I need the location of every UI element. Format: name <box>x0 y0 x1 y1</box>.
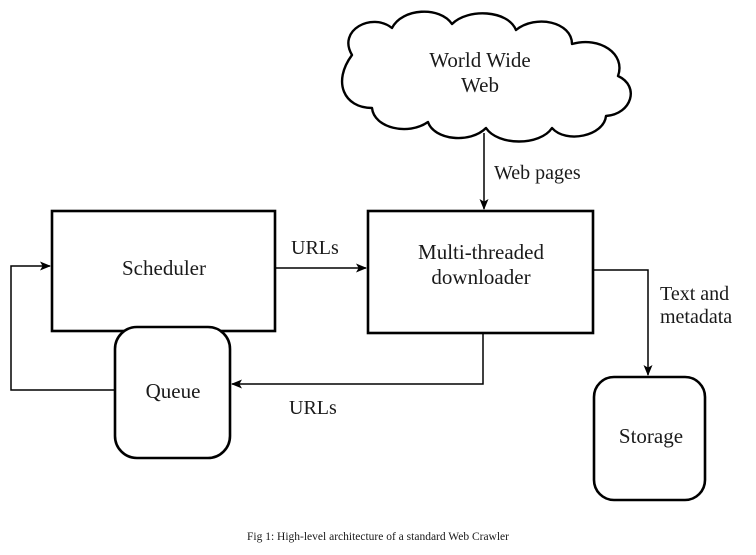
storage-box <box>592 375 707 502</box>
edge-label-text-and-metadata: Text and metadata <box>660 283 733 328</box>
edge-queue-to-scheduler <box>10 261 114 391</box>
cloud-shape <box>341 10 632 143</box>
scheduler-box <box>50 209 277 333</box>
edge-urls-bottom <box>231 334 484 389</box>
edge-label-urls-scheduler-to-downloader: URLs <box>291 237 339 259</box>
edge-label-urls-downloader-to-queue: URLs <box>289 397 337 419</box>
edge-text-metadata <box>594 269 653 376</box>
downloader-box <box>366 209 595 335</box>
edge-label-web-pages: Web pages <box>494 162 581 184</box>
queue-box <box>113 325 232 460</box>
figure-caption: Fig 1: High-level architecture of a stan… <box>247 531 509 543</box>
